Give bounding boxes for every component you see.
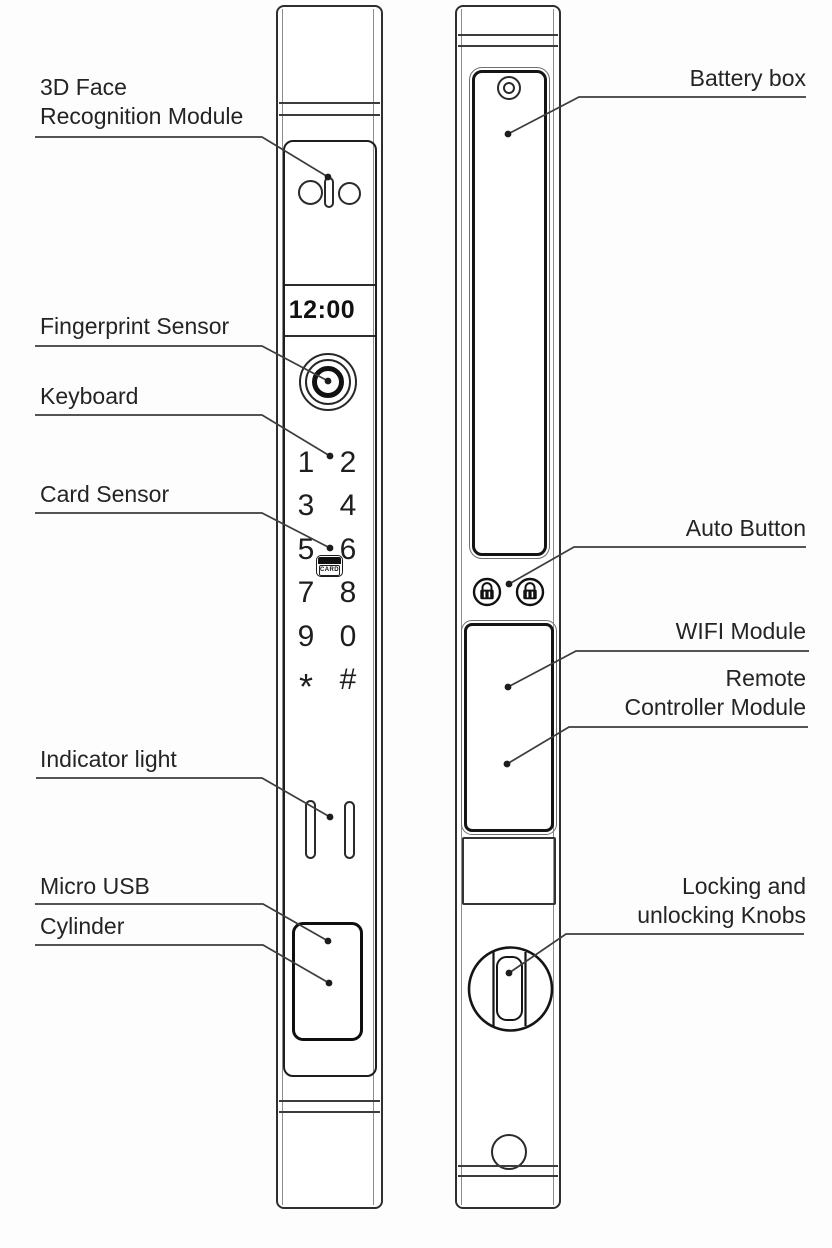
back-panel-right-edge-line	[553, 9, 554, 1205]
face-module-lens-right-icon	[338, 182, 361, 205]
keypad-key-8[interactable]: 8	[339, 576, 357, 610]
back-panel-bottom-band	[458, 1165, 558, 1177]
locking-knob[interactable]	[466, 945, 555, 1033]
keypad-key-6[interactable]: 6	[339, 532, 357, 566]
battery-box[interactable]	[472, 70, 547, 556]
face-module-lens-left-icon	[298, 180, 323, 205]
label-face-module: 3D Face Recognition Module	[40, 73, 243, 131]
label-remote-controller-line2: Controller Module	[624, 694, 806, 720]
cylinder-cover[interactable]	[292, 922, 363, 1041]
label-wifi-module: WIFI Module	[675, 618, 806, 644]
label-card-sensor: Card Sensor	[40, 481, 170, 507]
label-fingerprint: Fingerprint Sensor	[40, 313, 230, 339]
keypad-key-1[interactable]: 1	[297, 445, 315, 479]
back-panel-left-edge-line	[461, 9, 462, 1205]
keypad-key-2[interactable]: 2	[339, 445, 357, 479]
card-sensor-icon-band	[318, 557, 341, 564]
back-panel-bottom-hole-icon	[491, 1134, 527, 1170]
front-panel-top-band	[279, 102, 380, 116]
module-lower-compartment	[462, 837, 556, 905]
wifi-remote-module	[464, 623, 554, 832]
label-indicator-light: Indicator light	[40, 746, 177, 772]
keypad-key-9[interactable]: 9	[297, 619, 315, 653]
battery-screw-center-icon	[503, 82, 515, 94]
auto-button-right[interactable]	[515, 577, 545, 607]
face-module-sensor-icon	[324, 177, 334, 208]
keypad-key-7[interactable]: 7	[297, 576, 315, 610]
fingerprint-sensor-inner-ring	[312, 366, 344, 398]
keypad-key-5[interactable]: 5	[297, 532, 315, 566]
label-auto-button: Auto Button	[685, 515, 806, 541]
front-panel-bottom-band	[279, 1100, 380, 1113]
card-sensor-icon[interactable]: CARD	[316, 555, 343, 577]
keypad-key-star[interactable]: *	[298, 666, 313, 708]
label-micro-usb: Micro USB	[40, 873, 150, 899]
auto-button-left[interactable]	[472, 577, 502, 607]
label-locking-knobs: Locking and unlocking Knobs	[506, 872, 806, 930]
keypad-key-hash[interactable]: #	[339, 663, 357, 697]
keypad-key-0[interactable]: 0	[339, 619, 357, 653]
back-panel-top-band	[458, 34, 558, 47]
label-face-module-line1: 3D Face	[40, 74, 127, 100]
label-locking-knobs-line1: Locking and	[681, 873, 806, 899]
front-screen-panel	[283, 140, 377, 1077]
screen-divider-bottom	[285, 335, 375, 337]
label-remote-controller: Remote Controller Module	[506, 664, 806, 722]
label-keyboard: Keyboard	[40, 383, 139, 409]
label-face-module-line2: Recognition Module	[40, 103, 244, 129]
label-remote-controller-line1: Remote	[725, 665, 806, 691]
indicator-light-right	[344, 801, 355, 859]
label-battery-box: Battery box	[689, 65, 806, 91]
front-panel-left-edge-line	[282, 9, 283, 1205]
display-time: 12:00	[288, 296, 356, 324]
card-sensor-icon-label: CARD	[319, 565, 340, 576]
keypad-key-3[interactable]: 3	[297, 489, 315, 523]
label-locking-knobs-line2: unlocking Knobs	[637, 902, 806, 928]
label-cylinder: Cylinder	[40, 913, 125, 939]
indicator-light-left	[305, 800, 316, 859]
screen-divider-top	[285, 284, 375, 286]
front-panel-right-edge-line	[373, 9, 374, 1205]
keypad-key-4[interactable]: 4	[339, 489, 357, 523]
